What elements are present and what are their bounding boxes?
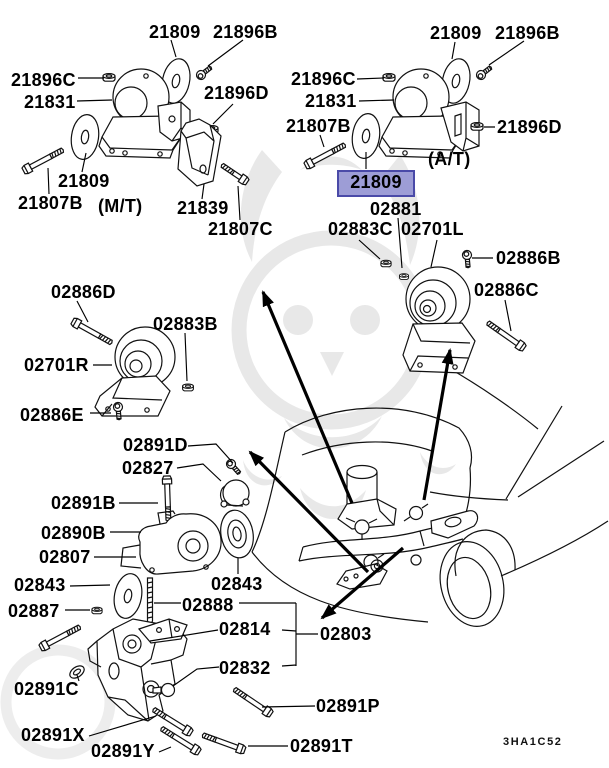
part-label-21896c-at[interactable]: 21896C [291,69,356,89]
part-label-21809-at-upper[interactable]: 21809 [430,23,482,43]
part-label-21896b-at[interactable]: 21896B [495,23,560,43]
bolt-02891t [200,730,247,756]
bracket-02803-assembly-drawing [37,618,275,757]
part-label-02881[interactable]: 02881 [370,199,422,219]
bolt-21807b-at [302,140,348,171]
part-label-02843-left[interactable]: 02843 [14,575,66,595]
part-label-02701r[interactable]: 02701R [24,355,89,375]
arrow-to-mount-area-left [261,290,354,504]
part-label-02701l[interactable]: 02701L [401,219,464,239]
part-label-21807b-at[interactable]: 21807B [286,116,351,136]
part-label-02891x[interactable]: 02891X [21,725,85,745]
mount-02807-drawing [91,457,254,628]
part-label-21809-mt-lower[interactable]: 21809 [58,171,110,191]
plate-02843-left [110,570,146,622]
part-label-21809-at-selected[interactable]: 21809 [337,170,415,197]
bracket-21839 [177,118,222,187]
part-label-02888[interactable]: 02888 [182,595,234,615]
bolt-21896b-mt [194,62,215,82]
part-label-02886b[interactable]: 02886B [496,248,561,268]
stud-02888 [146,577,154,628]
part-label-21896d-at[interactable]: 21896D [497,117,562,137]
part-label-02891t[interactable]: 02891T [290,736,353,756]
leader-lines [47,39,525,753]
location-arrows [248,290,454,620]
car-front-illustration [251,366,609,627]
part-label-21896d-mt[interactable]: 21896D [204,83,269,103]
nut-02883b [182,383,194,392]
nut-02883c [380,259,392,268]
part-label-02886e[interactable]: 02886E [20,405,84,425]
part-label-02883b[interactable]: 02883B [153,314,218,334]
part-label-02883c[interactable]: 02883C [328,219,393,239]
nut-21896d-at [470,121,484,131]
part-label-02827[interactable]: 02827 [122,458,174,478]
part-label-02886c[interactable]: 02886C [474,280,539,300]
nut-02887 [91,606,103,615]
engine-mount-at-drawing [302,55,495,171]
part-label-02807[interactable]: 02807 [39,547,91,567]
arrow-to-bracket-02803 [320,546,405,620]
part-label-02887[interactable]: 02887 [8,601,60,621]
arrow-to-mount-02701l [422,348,454,501]
part-label-02803[interactable]: 02803 [320,624,372,644]
mount-02701l-drawing [380,249,528,374]
part-label-21831-at[interactable]: 21831 [305,91,357,111]
washer-02891c [69,665,85,679]
part-label-21807b-mt[interactable]: 21807B [18,193,83,213]
part-label-21896c-mt[interactable]: 21896C [11,70,76,90]
part-label-21807c-mt[interactable]: 21807C [208,219,273,239]
caption-at: (A/T) [428,149,471,169]
bolt-02891b [161,475,174,522]
bolt-02891p [230,684,275,719]
nut-21896c-at [382,72,396,82]
part-label-02891d[interactable]: 02891D [123,435,188,455]
in-car-mount-points [336,503,479,590]
figure-code: 3HA1C52 [503,736,563,748]
engine-mount-mt-drawing [20,55,251,187]
bolt-02886b [461,249,474,269]
part-label-21839-mt[interactable]: 21839 [177,198,229,218]
part-label-02843-right[interactable]: 02843 [211,574,263,594]
damper-02827 [219,479,250,508]
part-label-21896b-mt[interactable]: 21896B [213,22,278,42]
nut-21896c-mt [102,72,116,82]
engine-block-drawing [337,464,397,530]
part-label-21809-mt-upper[interactable]: 21809 [149,22,201,42]
part-label-02891p[interactable]: 02891P [316,696,380,716]
part-label-02832[interactable]: 02832 [219,658,271,678]
part-label-21831-mt[interactable]: 21831 [24,92,76,112]
part-label-02886d[interactable]: 02886D [51,282,116,302]
part-label-02891c[interactable]: 02891C [14,679,79,699]
caption-mt: (M/T) [98,196,143,216]
bracket-02814 [87,618,188,722]
mount-02701r-drawing [69,316,194,421]
part-label-02890b[interactable]: 02890B [41,523,106,543]
bolt-02886c [484,318,528,353]
bolt-02886d [69,316,115,348]
part-label-02814[interactable]: 02814 [219,619,271,639]
part-label-02891y[interactable]: 02891Y [91,741,155,761]
nut-02881 [399,273,409,280]
stopper-02832 [152,682,176,698]
plate-02843-right [220,509,254,559]
arrow-to-mount-02807 [248,450,370,574]
plate-21809-lower-mt [67,112,103,162]
bolt-21896b-at [474,62,495,82]
bolt-21807c-mt [218,160,251,187]
bolt-02891d [224,457,244,478]
part-label-02891b[interactable]: 02891B [51,493,116,513]
